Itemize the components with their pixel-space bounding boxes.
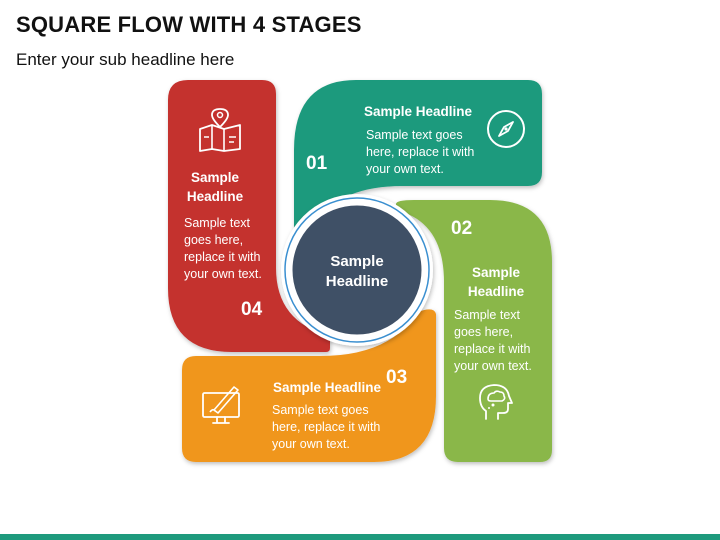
stage-04-headline-line: Headline xyxy=(186,189,244,204)
center-headline: Sample Headline xyxy=(307,252,407,292)
stage-04-shape xyxy=(168,80,330,352)
map-location-icon xyxy=(199,108,241,152)
stage-02-shape xyxy=(396,200,552,462)
center-circle xyxy=(289,202,425,338)
bottom-accent-bar xyxy=(0,534,720,540)
stage-02-text-line: goes here, xyxy=(454,325,514,339)
stage-01-text: Sample text goes here, replace it with y… xyxy=(366,127,474,178)
stage-04-number: 04 xyxy=(241,299,263,320)
stage-02-headline-line: Sample xyxy=(471,265,521,280)
center-headline-line2: Headline xyxy=(325,273,389,290)
center-ring-line xyxy=(284,197,430,343)
stage-03-number: 03 xyxy=(386,367,408,388)
page-title: SQUARE FLOW WITH 4 STAGES xyxy=(16,12,362,37)
stage-01-text-line: Sample text goes xyxy=(366,128,463,142)
stage-03-text-line: your own text. xyxy=(272,437,350,451)
compass-icon xyxy=(487,110,525,148)
stage-04-text-line: your own text. xyxy=(184,267,262,281)
stage-04-text-line: Sample text xyxy=(184,216,251,230)
stage-02-text-line: Sample text xyxy=(454,308,521,322)
stage-02-text-line: replace it with xyxy=(454,342,531,356)
center-headline-line1: Sample xyxy=(330,253,384,270)
stage-04-text: Sample text goes here, replace it with y… xyxy=(184,215,262,283)
head-mind-icon xyxy=(479,384,513,420)
stage-01-number: 01 xyxy=(306,153,328,174)
stage-02-number: 02 xyxy=(451,218,473,239)
stage-04-headline: Sample Headline xyxy=(175,168,255,206)
stage-03-shape xyxy=(182,309,436,462)
stage-04-text-line: goes here, xyxy=(184,233,244,247)
stage-02-text: Sample text goes here, replace it with y… xyxy=(454,307,532,375)
stage-03-text-line: Sample text goes xyxy=(272,403,369,417)
stage-02-headline-line: Headline xyxy=(467,284,525,299)
stage-03-headline: Sample Headline xyxy=(273,380,382,395)
stage-02-text-line: your own text. xyxy=(454,359,532,373)
stage-01-text-line: your own text. xyxy=(366,162,444,176)
monitor-design-icon xyxy=(202,386,240,424)
page-subtitle: Enter your sub headline here xyxy=(16,50,235,69)
stage-04-headline-line: Sample xyxy=(190,170,240,185)
stage-02-headline: Sample Headline xyxy=(456,263,536,301)
stage-04-text-line: replace it with xyxy=(184,250,261,264)
stage-01-text-line: here, replace it with xyxy=(366,145,475,159)
stage-01-headline: Sample Headline xyxy=(364,104,473,119)
stage-01-shape xyxy=(294,80,542,234)
stage-03-text-line: here, replace it with xyxy=(272,420,381,434)
stage-03-text: Sample text goes here, replace it with y… xyxy=(272,402,380,453)
